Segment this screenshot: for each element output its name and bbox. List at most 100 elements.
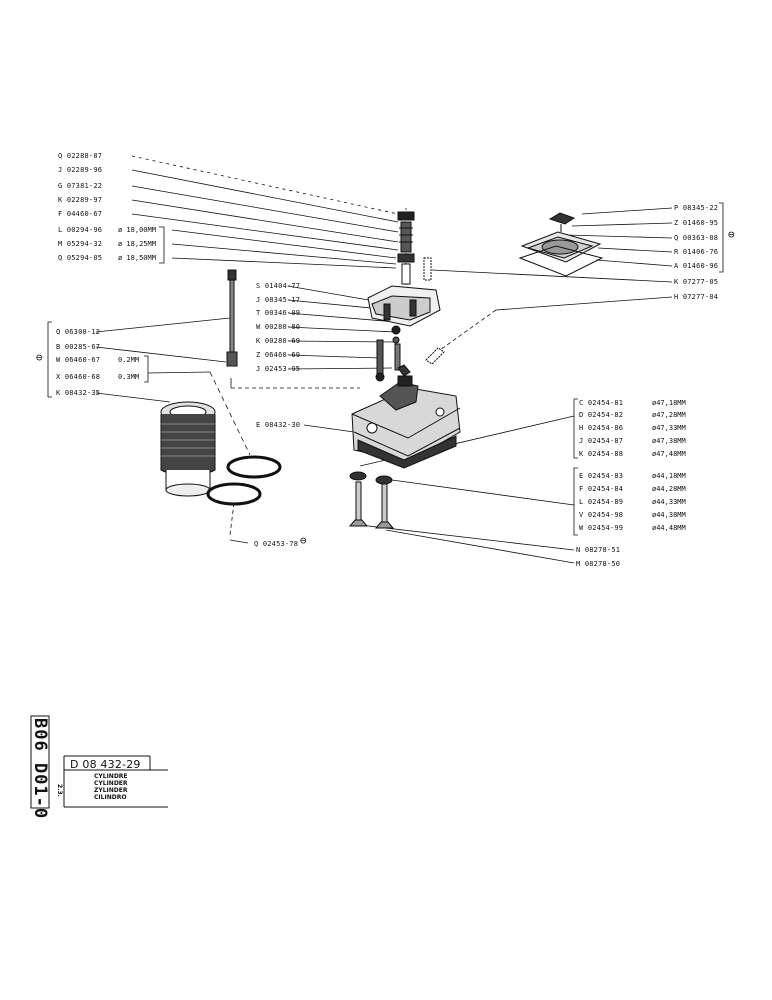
leader-line: [431, 269, 673, 283]
leader-line: [131, 185, 399, 233]
title-fr: CYLINDRE: [94, 773, 128, 780]
leader-line: [391, 479, 575, 506]
leader-line: [229, 539, 249, 544]
leader-line: [95, 317, 231, 333]
valve-cover: [518, 212, 604, 277]
part-label: C 02454-81: [579, 399, 624, 407]
size-label: ø47,18MM: [652, 399, 686, 407]
leader-line: [171, 243, 397, 265]
leader-line: [171, 229, 397, 259]
part-label: V 02454-98: [579, 511, 624, 519]
part-label: K 02454-88: [579, 450, 624, 458]
minus-symbol: ⊖: [36, 351, 43, 364]
minus-symbol: ⊖: [728, 228, 735, 241]
title-it: CILINDRO: [94, 794, 127, 801]
leader-line: [565, 234, 673, 239]
part-label: K 02289-97: [58, 196, 103, 204]
leader-line: [229, 502, 235, 536]
minus-symbol: ⊖: [300, 534, 307, 547]
size-label: ø47,33MM: [652, 424, 686, 432]
part-label: W 00280-80: [256, 323, 301, 331]
part-label: E 02454-83: [579, 472, 624, 480]
part-label: N 08278-51: [576, 546, 621, 554]
part-label: E 08432-30: [256, 421, 301, 429]
leader-line: [287, 326, 397, 333]
part-label: H 02454-86: [579, 424, 624, 432]
part-label: W 02454-99: [579, 524, 624, 532]
size-label: ø47,48MM: [652, 450, 686, 458]
size-label: ø44,18MM: [652, 472, 686, 480]
size-label: ø 18,25MM: [118, 240, 156, 248]
leader-line: [597, 247, 673, 253]
part-number: D 08 432-29: [70, 758, 141, 771]
title-en: CYLINDER: [94, 780, 128, 787]
part-label: H 07277-04: [674, 293, 719, 301]
title-de: ZYLINDER: [94, 787, 128, 794]
leader-line: [385, 529, 575, 564]
part-label: D 02454-82: [579, 411, 624, 419]
part-label: T 00346-09: [256, 309, 301, 317]
part-label: B 00285-67: [56, 343, 101, 351]
size-label: ø44,33MM: [652, 498, 686, 506]
small-note: 2.3.: [56, 784, 63, 797]
leader-line: [131, 199, 399, 243]
leader-line: [131, 213, 399, 251]
part-label: M 08278-50: [576, 560, 621, 568]
leader-line: [495, 296, 673, 311]
rocker-bracket: [367, 285, 445, 382]
part-label: K 07277-05: [674, 278, 719, 286]
part-label: L 02454-89: [579, 498, 624, 506]
size-label: ø 18,50MM: [118, 254, 156, 262]
valves: [348, 471, 395, 529]
leader-line: [581, 207, 673, 215]
leader-line: [131, 155, 399, 215]
leader-line: [171, 257, 397, 269]
push-rod: [226, 269, 238, 367]
vertical-code: B06 D01-0: [30, 718, 50, 820]
size-label: 0.2MM: [118, 356, 140, 364]
leader-line: [571, 222, 673, 227]
leader-line: [147, 371, 211, 374]
leader-line: [439, 309, 497, 351]
part-label: L 00294-96: [58, 226, 103, 234]
part-label: S 01404-77: [256, 282, 301, 290]
part-label: Q 02453-78: [254, 540, 299, 548]
part-label: K 08432-35: [56, 389, 101, 397]
part-label: J 02454-87: [579, 437, 624, 445]
part-label: R 01406-76: [674, 248, 719, 256]
part-label: J 08345-17: [256, 296, 301, 304]
bracket-sizes-left: [159, 226, 165, 264]
part-label: M 05294-32: [58, 240, 103, 248]
part-label: F 02454-84: [579, 485, 624, 493]
part-label: Q 05294-05: [58, 254, 103, 262]
bracket-right-valves1: [573, 398, 578, 459]
cylinder-liner: [160, 401, 216, 497]
size-label: ø47,38MM: [652, 437, 686, 445]
leader-line: [287, 367, 393, 370]
leader-line: [595, 259, 673, 267]
size-label: ø47,28MM: [652, 411, 686, 419]
bracket-right-top: [719, 202, 724, 273]
part-label: W 06460-67: [56, 356, 101, 364]
part-label: X 06460-68: [56, 373, 101, 381]
leader-line: [131, 169, 399, 223]
size-label: ø44,28MM: [652, 485, 686, 493]
leader-line: [303, 424, 355, 433]
part-label: G 07381-22: [58, 182, 103, 190]
leader-line: [95, 346, 227, 363]
bracket-shims: [144, 355, 149, 383]
bracket-left-group: [47, 321, 52, 398]
leader-line: [95, 392, 171, 403]
size-label: 0.3MM: [118, 373, 140, 381]
leader-line: [209, 371, 251, 456]
part-label: F 04460-67: [58, 210, 103, 218]
part-label: Q 00363-08: [674, 234, 719, 242]
size-label: ø 18,00MM: [118, 226, 156, 234]
part-label: J 02289-96: [58, 166, 103, 174]
bracket-right-valves2: [573, 467, 578, 536]
part-label: J 02453-95: [256, 365, 301, 373]
footer-frame: [30, 715, 168, 809]
part-label: Q 02288-87: [58, 152, 103, 160]
part-label: Q 06308-12: [56, 328, 101, 336]
